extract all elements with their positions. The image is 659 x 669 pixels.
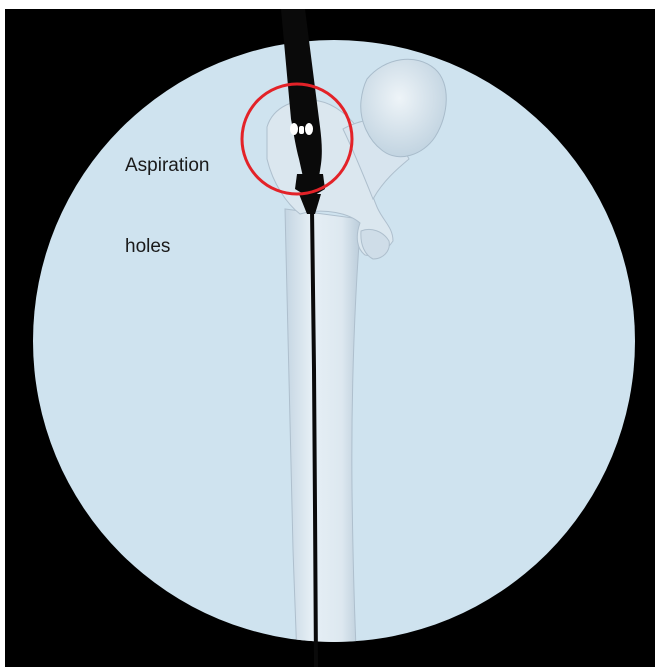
label-line-1: Aspiration — [125, 155, 210, 176]
figure-frame: Aspiration holes — [5, 9, 655, 667]
aspiration-holes-label: Aspiration holes — [125, 125, 235, 260]
label-line-2: holes — [125, 236, 170, 257]
aspiration-hole-center — [299, 126, 304, 134]
aspiration-hole-right — [305, 123, 313, 135]
aspiration-hole-left — [290, 123, 298, 135]
illustration — [5, 9, 655, 667]
femur-shaft — [285, 209, 361, 667]
